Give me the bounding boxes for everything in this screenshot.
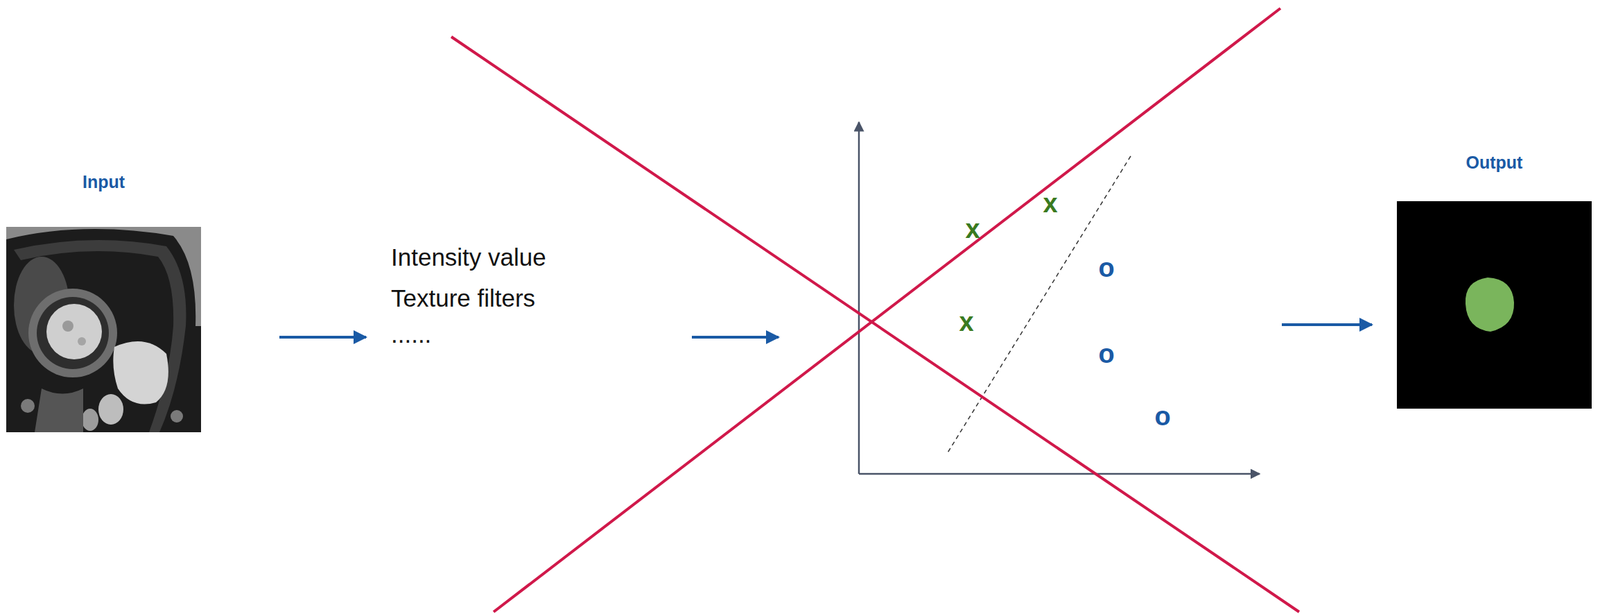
x-axis <box>858 472 1260 475</box>
class-marker: o <box>1098 339 1115 369</box>
image-heading: Output <box>1396 152 1592 173</box>
class-marker: x <box>964 214 980 245</box>
flow-arrow <box>1281 323 1372 326</box>
class-marker: x <box>1042 189 1058 219</box>
output-image: Output <box>1396 152 1592 409</box>
feature-text: ...... <box>390 320 432 349</box>
class-marker: o <box>1154 402 1171 432</box>
flow-arrow <box>279 335 367 339</box>
feature-text: Intensity value <box>390 244 547 272</box>
input-image: Input <box>6 171 202 432</box>
cross-out-line <box>493 8 1281 612</box>
flow-arrow <box>691 335 779 339</box>
class-marker: x <box>958 307 974 337</box>
class-marker: o <box>1098 253 1115 283</box>
mri-image <box>6 226 202 432</box>
decision-boundary <box>946 155 1131 454</box>
image-heading: Input <box>6 171 202 193</box>
y-axis <box>858 122 861 474</box>
segmentation-mask <box>1396 201 1592 409</box>
feature-text: Texture filters <box>390 284 536 312</box>
cross-out-line <box>451 36 1300 612</box>
